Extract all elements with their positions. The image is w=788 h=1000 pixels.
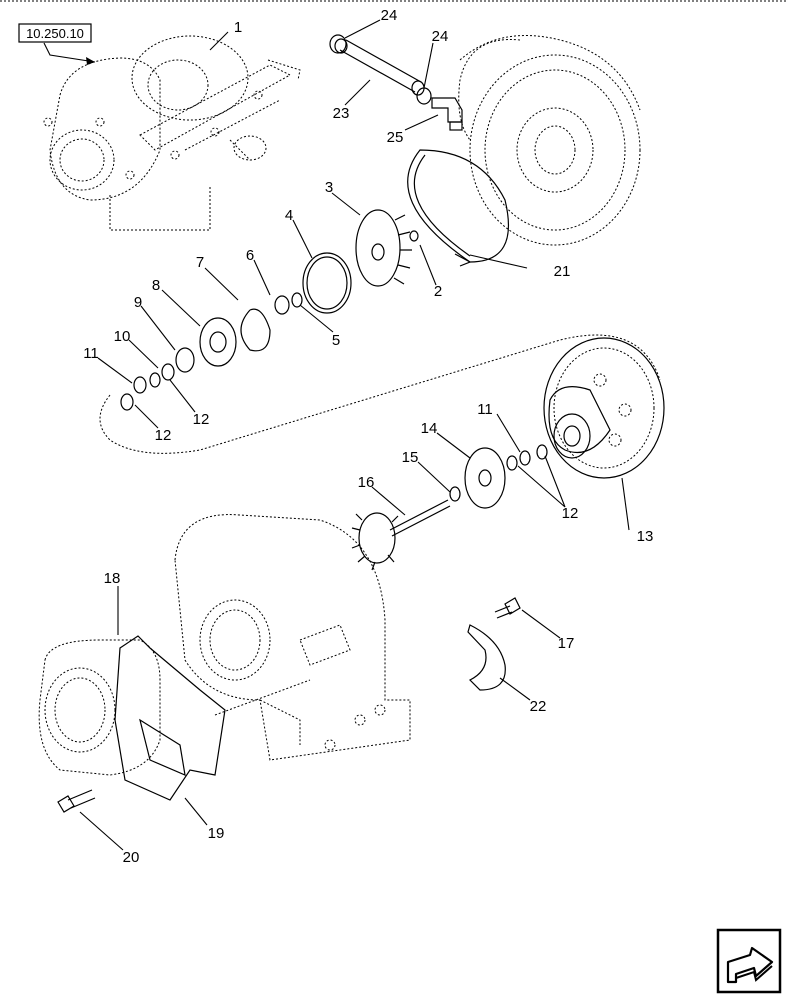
- snap-ring-left-a: [149, 372, 161, 388]
- bearing-housing-insert: [199, 317, 237, 367]
- callout-24-top[interactable]: 24: [381, 7, 398, 24]
- callout-16[interactable]: 16: [358, 474, 375, 491]
- callout-1[interactable]: 1: [234, 19, 242, 36]
- callout-12-left-upper[interactable]: 12: [193, 411, 210, 428]
- assembly-path-line: [99, 334, 661, 454]
- reference-code-box[interactable]: 10.250.10: [18, 23, 92, 43]
- snap-ring-left-b: [120, 393, 134, 411]
- retaining-ring: [240, 308, 271, 352]
- heat-shield: [464, 447, 506, 509]
- outlet-to-housing-dashed-line: [214, 679, 311, 716]
- callout-14[interactable]: 14: [421, 420, 438, 437]
- oil-line-tube: [334, 38, 425, 96]
- flange-bolt: [57, 789, 96, 813]
- elbow-fitting: [431, 97, 463, 131]
- callout-11-left[interactable]: 11: [83, 345, 99, 362]
- callout-9[interactable]: 9: [134, 294, 142, 311]
- clamp-segment: [467, 624, 506, 691]
- thrust-bearing: [175, 347, 195, 373]
- clamp-bolt: [494, 597, 521, 619]
- callout-18[interactable]: 18: [104, 570, 121, 587]
- turbocharger-assembly: [43, 35, 301, 231]
- compressor-housing: [458, 35, 641, 246]
- center-bearing-housing: [543, 337, 665, 479]
- callout-4[interactable]: 4: [285, 207, 293, 224]
- o-ring-seals: [329, 34, 432, 105]
- callout-20[interactable]: 20: [123, 849, 140, 866]
- exhaust-elbow: [38, 639, 161, 776]
- reference-code-text: 10.250.10: [26, 26, 84, 41]
- callout-12-right[interactable]: 12: [562, 505, 579, 522]
- snap-ring-right-b: [536, 444, 548, 460]
- callout-25[interactable]: 25: [387, 129, 404, 146]
- thrust-ring: [161, 363, 175, 381]
- snap-ring: [407, 149, 509, 267]
- turbine-housing: [174, 514, 411, 761]
- callout-2[interactable]: 2: [434, 283, 442, 300]
- callout-24-lower[interactable]: 24: [432, 28, 449, 45]
- journal-bearing-right: [519, 450, 531, 466]
- wheel-nut: [409, 230, 419, 242]
- callout-17[interactable]: 17: [558, 635, 575, 652]
- reference-code-leader: [43, 42, 96, 63]
- callout-6[interactable]: 6: [246, 247, 254, 264]
- turbine-wheel-shaft: [351, 499, 451, 571]
- callout-19[interactable]: 19: [208, 825, 225, 842]
- callout-10[interactable]: 10: [114, 328, 131, 345]
- callout-11-right[interactable]: 11: [477, 401, 493, 418]
- callout-13[interactable]: 13: [637, 528, 654, 545]
- callout-22[interactable]: 22: [530, 698, 547, 715]
- journal-bearing-left: [133, 376, 147, 394]
- sealing-ring-large: [302, 252, 352, 314]
- callout-15[interactable]: 15: [402, 449, 419, 466]
- leader-lines: [79, 19, 630, 851]
- callout-8[interactable]: 8: [152, 277, 160, 294]
- callout-23[interactable]: 23: [333, 105, 350, 122]
- callout-5[interactable]: 5: [332, 332, 340, 349]
- sealing-ring-large-inner: [306, 256, 348, 310]
- piston-ring: [449, 486, 461, 502]
- callout-3[interactable]: 3: [325, 179, 333, 196]
- callout-12-left-lower[interactable]: 12: [155, 427, 172, 444]
- next-page-arrow-icon[interactable]: [716, 928, 782, 994]
- callout-21[interactable]: 21: [554, 263, 571, 280]
- reference-code-arrowhead: [86, 57, 95, 65]
- callout-labels: 1 2 3 4 5 6 7 8 9 10 11 11 12 12 12 13 1…: [83, 7, 653, 866]
- callout-7[interactable]: 7: [196, 254, 204, 271]
- outlet-plate: [114, 635, 226, 801]
- compressor-wheel: [355, 209, 412, 287]
- thrust-collar: [274, 292, 303, 315]
- snap-ring-right-a: [506, 455, 518, 471]
